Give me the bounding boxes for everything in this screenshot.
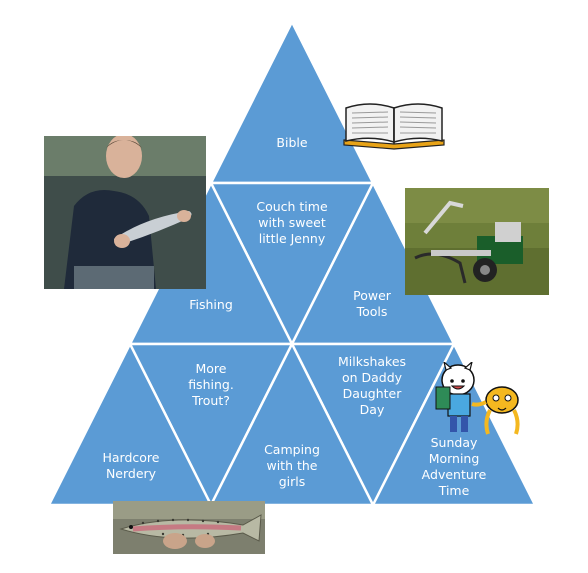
open-book-icon: [340, 98, 448, 150]
rainbow-trout-photo: [113, 501, 265, 554]
cell-label-nerdery: Hardcore Nerdery: [102, 450, 160, 481]
pyramid-cell-camping: [209, 342, 375, 507]
man-holding-fish-photo: [44, 136, 206, 289]
pyramid-triangles: [47, 20, 537, 507]
finn-and-jake-cartoon: [428, 362, 524, 438]
cell-label-more-fishing: More fishing. Trout?: [188, 361, 234, 408]
pressure-washer-photo: [405, 188, 549, 295]
cell-label-power-tools: Power Tools: [353, 288, 391, 319]
cell-label-camping: Camping with the girls: [264, 442, 320, 489]
cell-label-fishing: Fishing: [189, 297, 233, 312]
cell-label-milkshakes: Milkshakes on Daddy Daughter Day: [337, 354, 407, 417]
cell-label-adventure-time: Sunday Morning Adventure Time: [421, 435, 487, 498]
cell-label-couch: Couch time with sweet little Jenny: [256, 199, 328, 246]
cell-label-bible: Bible: [276, 135, 308, 150]
